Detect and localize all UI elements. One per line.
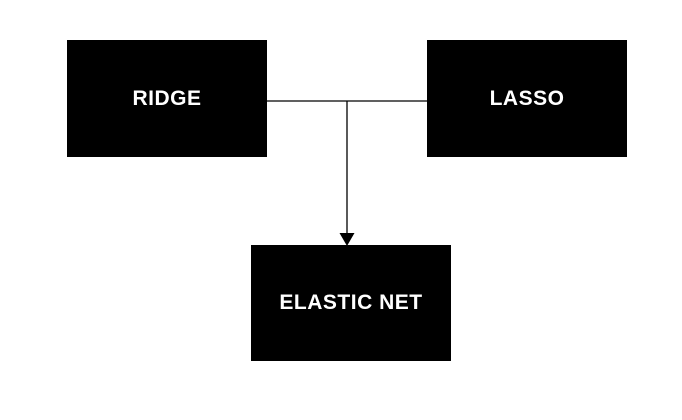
- node-ridge: RIDGE: [67, 40, 267, 157]
- node-lasso: LASSO: [427, 40, 627, 157]
- node-elastic-net: ELASTIC NET: [251, 245, 451, 361]
- node-ridge-label: RIDGE: [132, 86, 202, 110]
- node-lasso-label: LASSO: [489, 86, 565, 110]
- node-elastic-net-label: ELASTIC NET: [279, 291, 423, 314]
